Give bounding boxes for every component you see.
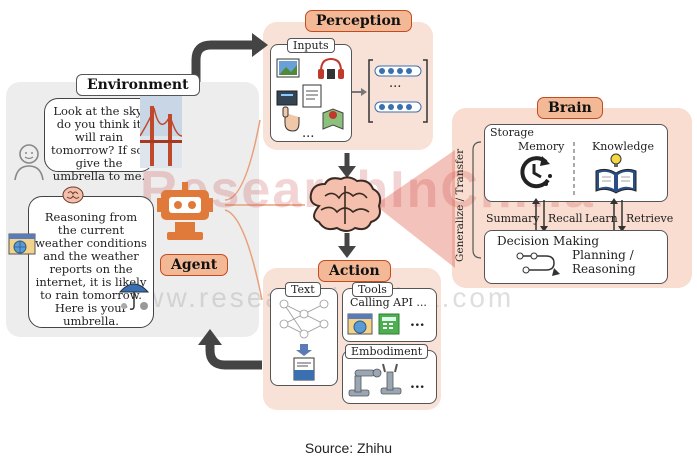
memory-clock-icon — [520, 156, 552, 189]
memory-label: Memory — [518, 140, 565, 153]
location-input-icon — [322, 108, 344, 130]
embodiment-label: Embodiment — [345, 344, 429, 359]
storage-label: Storage — [490, 126, 534, 139]
user-icon — [14, 144, 44, 181]
robot-arm-icons — [348, 363, 402, 397]
video-input-icon — [276, 90, 298, 106]
tools-calling-api: Calling API ... — [350, 296, 427, 309]
tools-label: Tools — [352, 282, 393, 297]
perception-to-brain-arrowhead — [338, 166, 356, 178]
summary-label: Summary — [486, 212, 540, 225]
storage-divider — [573, 142, 575, 198]
web-browser-icon — [8, 233, 36, 255]
user-speech-bubble: Look at the sky, do you think it will ra… — [44, 98, 154, 183]
generalize-transfer-label: Generalize / Transfer — [454, 148, 466, 262]
storage-decision-arrows — [532, 198, 626, 232]
source-caption: Source: Zhihu — [304, 440, 393, 456]
web-tool-icon — [347, 313, 373, 335]
calculator-tool-icon — [378, 313, 400, 335]
learn-label: Learn — [585, 212, 618, 225]
tools-more: ... — [410, 314, 425, 330]
brain-zoom-cone — [375, 150, 455, 268]
planning-reasoning-label: Planning / Reasoning — [572, 248, 636, 276]
agent-label: Agent — [160, 254, 229, 276]
text-input-icon — [302, 84, 322, 108]
inputs-label: Inputs — [287, 38, 335, 53]
knowledge-book-icon — [595, 153, 637, 194]
text-generation-icons — [279, 299, 329, 381]
brain-to-action-arrowhead — [338, 246, 356, 258]
golden-gate-bridge-image — [140, 96, 182, 168]
env-to-perception-arrowhead — [252, 33, 268, 57]
inputs-more: ... — [302, 126, 315, 141]
env-to-perception-arrow — [191, 40, 252, 82]
tokens-more: ... — [389, 76, 402, 91]
agent-speech-bubble: Reasoning from the current weather condi… — [28, 196, 154, 328]
neural-network-icon — [279, 299, 329, 339]
storage-box — [484, 124, 668, 202]
perception-title: Perception — [305, 10, 412, 32]
brain-thought-icon — [62, 186, 84, 204]
recall-label: Recall — [548, 212, 583, 225]
agent-robot-icon — [157, 182, 213, 240]
text-label: Text — [285, 282, 321, 297]
audio-input-icon — [318, 57, 344, 79]
generalize-transfer-brace — [472, 141, 482, 259]
action-to-env-arrowhead — [198, 329, 222, 345]
image-input-icon — [276, 58, 300, 78]
embodiment-more: ... — [410, 376, 425, 392]
decision-making-label: Decision Making — [497, 234, 600, 248]
robot-gripper-icon — [380, 363, 402, 395]
agent-link-perception — [224, 119, 261, 201]
retrieve-label: Retrieve — [626, 212, 674, 225]
brain-title: Brain — [537, 97, 603, 119]
decision-making-box — [484, 230, 668, 284]
environment-title: Environment — [76, 74, 200, 96]
umbrella-icon — [118, 283, 150, 310]
action-to-env-arrow — [205, 343, 262, 370]
touch-input-icon — [282, 106, 300, 132]
planning-path-icon — [516, 252, 560, 276]
central-brain-icon — [309, 176, 382, 232]
robot-arm-icon — [348, 368, 382, 397]
document-output-icon — [293, 357, 315, 381]
tool-icons — [347, 313, 400, 335]
input-modality-icons — [276, 57, 344, 132]
token-embedding-bracket — [368, 59, 428, 123]
down-arrow-icon — [296, 344, 312, 356]
knowledge-label: Knowledge — [592, 140, 654, 153]
action-title: Action — [318, 260, 391, 282]
agent-link-action — [224, 209, 263, 301]
